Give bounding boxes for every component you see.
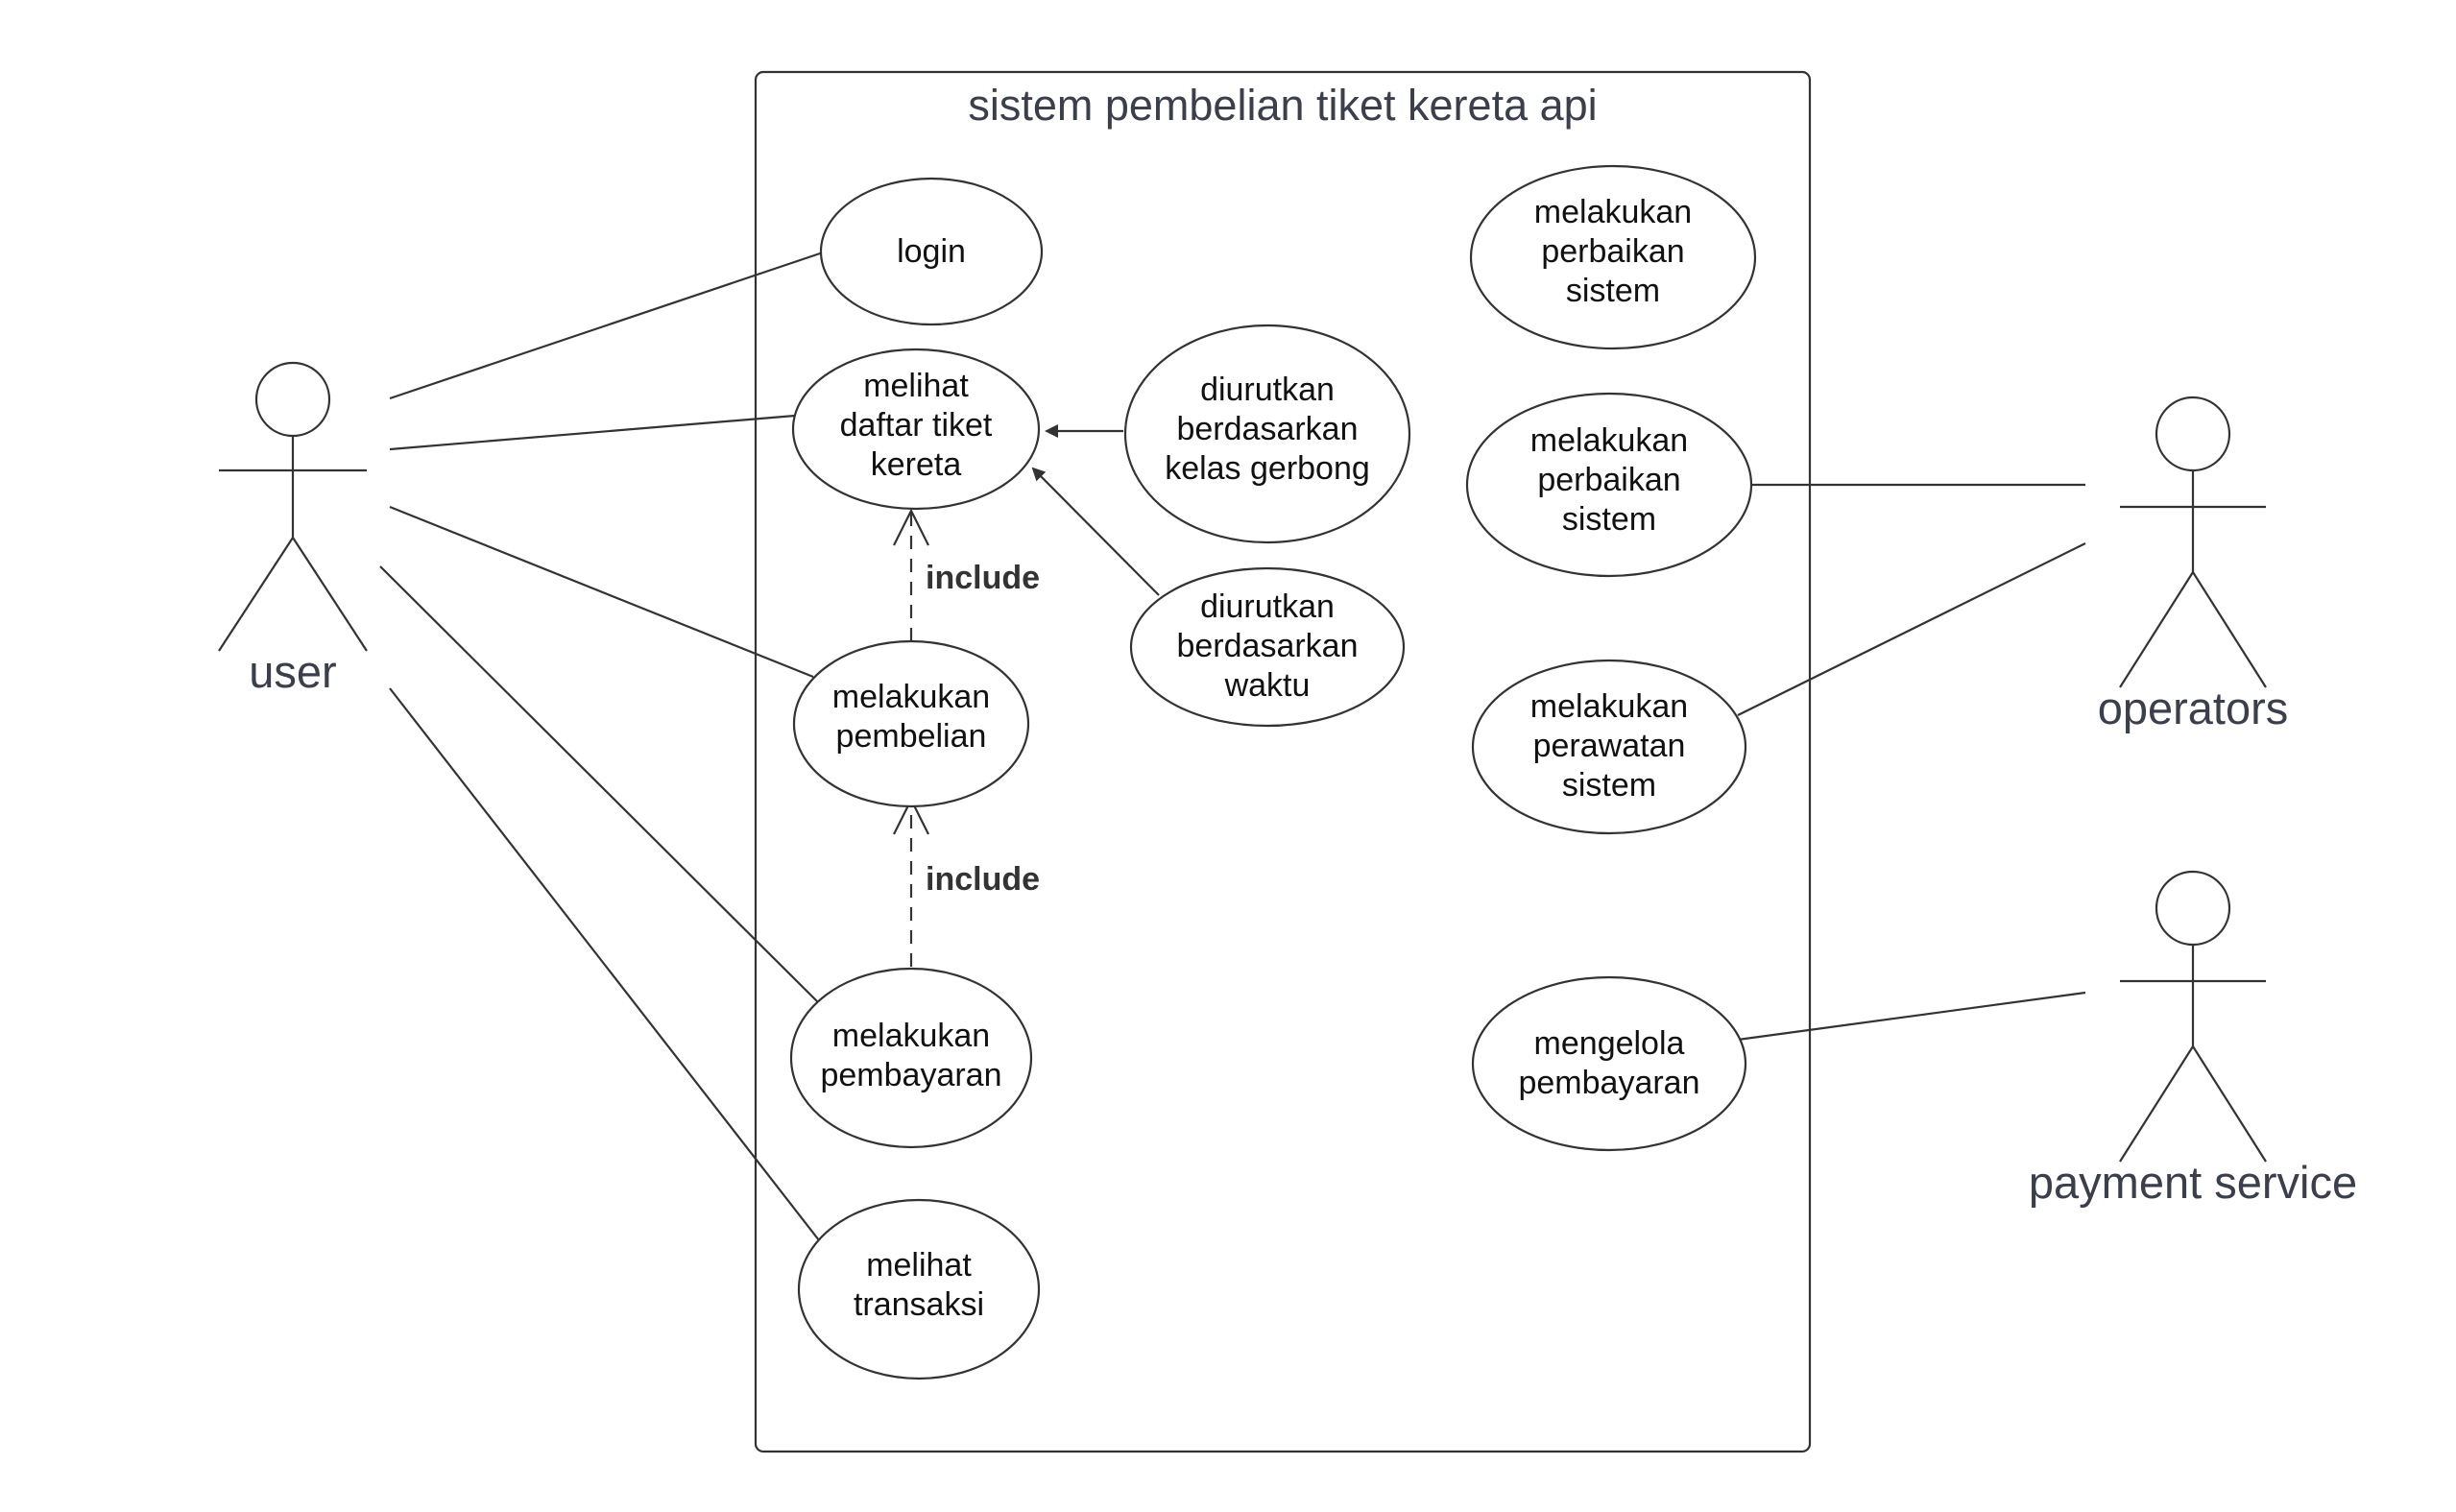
svg-text:melakukan: melakukan (832, 1018, 990, 1054)
svg-text:pembelian: pembelian (836, 718, 987, 755)
actor-user-label: user (249, 646, 336, 697)
use-case-diurutkan-kelas[interactable]: diurutkan berdasarkan kelas gerbong (1123, 324, 1411, 544)
svg-text:perbaikan: perbaikan (1537, 462, 1680, 498)
svg-text:transaksi: transaksi (854, 1286, 984, 1323)
actor-payment-service[interactable]: payment service (2029, 870, 2357, 1208)
actor-user-figure-icon (218, 361, 368, 652)
svg-text:melihat: melihat (866, 1247, 972, 1284)
assoc-user-pembayaran (379, 565, 818, 1002)
svg-text:sistem: sistem (1566, 273, 1660, 309)
assoc-user-login (389, 250, 827, 400)
svg-text:melakukan: melakukan (1530, 688, 1688, 725)
actor-operators-label: operators (2098, 683, 2289, 733)
assoc-operators-perawatan (1737, 542, 2086, 716)
svg-text:melihat: melihat (863, 368, 969, 404)
include-label-2: include (926, 861, 1040, 898)
svg-text:berdasarkan: berdasarkan (1176, 411, 1358, 447)
svg-text:melakukan: melakukan (1534, 194, 1692, 230)
svg-text:perbaikan: perbaikan (1541, 233, 1684, 270)
svg-text:pembayaran: pembayaran (820, 1057, 1001, 1093)
use-case-melihat-daftar-tiket[interactable]: melihat daftar tiket kereta (791, 348, 1041, 511)
use-case-diurutkan-waktu[interactable]: diurutkan berdasarkan waktu (1129, 566, 1406, 728)
assoc-user-transaksi (389, 687, 820, 1241)
svg-text:daftar tiket: daftar tiket (840, 407, 993, 444)
svg-text:diurutkan: diurutkan (1200, 588, 1335, 625)
use-case-perawatan-sistem[interactable]: melakukan perawatan sistem (1471, 659, 1747, 835)
svg-text:melakukan: melakukan (1530, 422, 1688, 459)
svg-text:melakukan: melakukan (832, 679, 990, 715)
svg-text:login: login (897, 233, 966, 270)
arrow-waktu-to-daftar (1031, 467, 1160, 596)
system-title: sistem pembelian tiket kereta api (968, 81, 1597, 130)
svg-text:waktu: waktu (1224, 667, 1311, 704)
svg-text:sistem: sistem (1562, 767, 1656, 804)
include-label-1: include (926, 560, 1040, 596)
svg-text:pembayaran: pembayaran (1518, 1065, 1699, 1101)
actor-payment-service-label: payment service (2029, 1157, 2357, 1208)
actor-operators-figure-icon (2119, 396, 2267, 688)
svg-text:berdasarkan: berdasarkan (1176, 628, 1358, 664)
svg-text:kelas gerbong: kelas gerbong (1165, 450, 1370, 487)
assoc-user-pembelian (389, 505, 814, 679)
svg-text:diurutkan: diurutkan (1200, 372, 1335, 408)
use-case-login[interactable]: login (819, 177, 1044, 326)
assoc-user-daftar (389, 414, 796, 451)
use-case-perbaikan-sistem-1[interactable]: melakukan perbaikan sistem (1469, 164, 1757, 350)
assoc-payment-mengelola (1737, 991, 2086, 1042)
use-case-perbaikan-sistem-2[interactable]: melakukan perbaikan sistem (1465, 392, 1753, 578)
actor-payment-service-figure-icon (2119, 870, 2267, 1163)
actor-user[interactable]: user (218, 361, 368, 697)
svg-text:kereta: kereta (871, 446, 962, 483)
svg-text:mengelola: mengelola (1534, 1025, 1685, 1062)
use-case-melakukan-pembelian[interactable]: melakukan pembelian (792, 639, 1030, 808)
use-case-mengelola-pembayaran[interactable]: mengelola pembayaran (1471, 975, 1747, 1152)
system-boundary (754, 70, 1812, 1453)
svg-text:perawatan: perawatan (1533, 728, 1686, 764)
actor-operators[interactable]: operators (2098, 396, 2289, 733)
include-arrowhead-1 (893, 508, 929, 546)
use-case-melakukan-pembayaran[interactable]: melakukan pembayaran (789, 967, 1033, 1149)
use-case-melihat-transaksi[interactable]: melihat transaksi (797, 1198, 1041, 1380)
svg-text:sistem: sistem (1562, 501, 1656, 538)
